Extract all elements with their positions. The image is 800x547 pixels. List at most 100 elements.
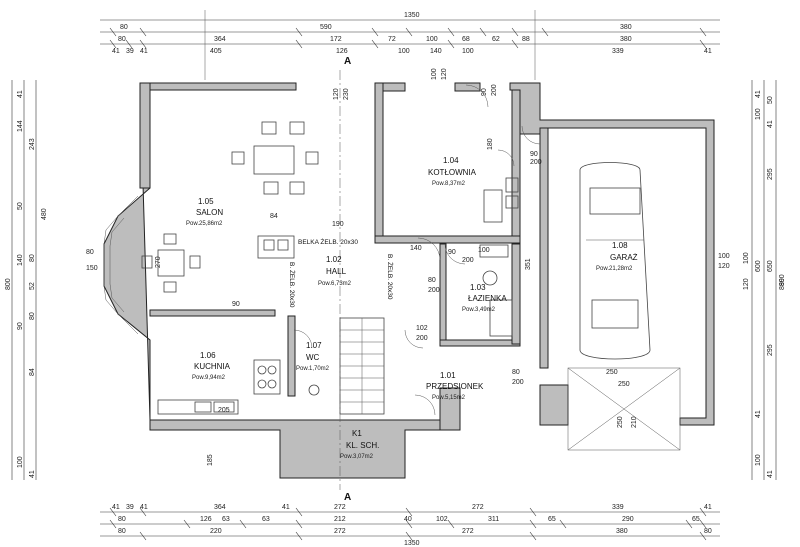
opening-dim: 90 bbox=[448, 249, 456, 256]
misc-dim: 185 bbox=[207, 454, 214, 466]
room-area: Pow.8,37m2 bbox=[432, 181, 466, 187]
top-total-dim: 1350 bbox=[404, 12, 420, 19]
room-area: Pow.5,15m2 bbox=[432, 395, 466, 401]
top-dim: 41 bbox=[140, 48, 148, 55]
opening-dim: 80 bbox=[428, 277, 436, 284]
left-dim: 84 bbox=[29, 368, 36, 376]
top-dim: 126 bbox=[336, 48, 348, 55]
living-room-furniture bbox=[141, 121, 319, 293]
room-number: 1.01 bbox=[440, 371, 456, 380]
right-dim: 295 bbox=[767, 168, 774, 180]
misc-dim: 270 bbox=[155, 256, 162, 268]
section-mark-top: A bbox=[344, 56, 351, 67]
garage-door-dim: 210 bbox=[631, 416, 638, 428]
room-name: KL. SCH. bbox=[346, 441, 379, 450]
stairs bbox=[339, 317, 385, 415]
left-dim: 41 bbox=[17, 90, 24, 98]
top-dim: 339 bbox=[612, 48, 624, 55]
bottom-dim: 380 bbox=[616, 528, 628, 535]
top-dim: 41 bbox=[704, 48, 712, 55]
opening-dim: 90 bbox=[530, 151, 538, 158]
room-name: PRZEDSIONEK bbox=[426, 382, 484, 391]
bottom-dim: 220 bbox=[210, 528, 222, 535]
bottom-dim: 41 bbox=[140, 504, 148, 511]
bottom-dim: 41 bbox=[112, 504, 120, 511]
room-number: 1.08 bbox=[612, 241, 628, 250]
room-number: 1.04 bbox=[443, 156, 459, 165]
bottom-dim: 41 bbox=[704, 504, 712, 511]
opening-dim: 200 bbox=[428, 287, 440, 294]
bottom-dim: 272 bbox=[472, 504, 484, 511]
bottom-dim: 126 bbox=[200, 516, 212, 523]
left-dim: 41 bbox=[29, 470, 36, 478]
bottom-dim: 39 bbox=[126, 504, 134, 511]
top-dim: 39 bbox=[126, 48, 134, 55]
right-dim: 100 bbox=[755, 108, 762, 120]
right-dim: 120 bbox=[743, 278, 750, 290]
top-dim: 88 bbox=[522, 36, 530, 43]
garage-car bbox=[579, 162, 651, 360]
left-dim: 100 bbox=[17, 456, 24, 468]
top-dim: 41 bbox=[112, 48, 120, 55]
window-dim: 120 bbox=[718, 263, 730, 270]
bottom-total-dim: 1350 bbox=[404, 540, 420, 547]
right-dim: 100 bbox=[743, 252, 750, 264]
right-dim: 600 bbox=[755, 260, 762, 272]
room-number: 1.07 bbox=[306, 341, 322, 350]
left-dim: 80 bbox=[29, 312, 36, 320]
opening-dim: 102 bbox=[416, 325, 428, 332]
top-dim: 100 bbox=[462, 48, 474, 55]
room-number: 1.02 bbox=[326, 255, 342, 264]
top-dim: 380 bbox=[620, 24, 632, 31]
top-dim: 100 bbox=[426, 36, 438, 43]
left-total-dim: 800 bbox=[5, 278, 12, 290]
bottom-dim: 80 bbox=[118, 528, 126, 535]
opening-dim: 200 bbox=[530, 159, 542, 166]
opening-dim: 200 bbox=[416, 335, 428, 342]
room-area: Pow.3,49m2 bbox=[462, 307, 496, 313]
room-name: KUCHNIA bbox=[194, 362, 231, 371]
room-area: Pow.3,07m2 bbox=[340, 454, 374, 460]
opening-dim: 200 bbox=[491, 84, 498, 96]
left-dim: 480 bbox=[41, 208, 48, 220]
opening-dim: 100 bbox=[431, 68, 438, 80]
top-dim: 100 bbox=[398, 48, 410, 55]
garage-door-dim: 250 bbox=[606, 369, 618, 376]
opening-dim: 90 bbox=[481, 88, 488, 96]
boiler-equipment bbox=[483, 177, 519, 223]
room-name: GARAŻ bbox=[610, 253, 638, 262]
garage-door-dim: 250 bbox=[617, 416, 624, 428]
exterior-walls bbox=[103, 82, 715, 479]
room-area: Pow.9,94m2 bbox=[192, 375, 226, 381]
room-number: 1.03 bbox=[470, 283, 486, 292]
left-dimension-chains: 800 41 144 243 480 50 140 80 52 80 90 84… bbox=[5, 80, 48, 480]
garage-door-dim: 250 bbox=[618, 381, 630, 388]
top-dim: 62 bbox=[492, 36, 500, 43]
right-dim: 41 bbox=[755, 410, 762, 418]
left-dim: 52 bbox=[29, 282, 36, 290]
bottom-dim: 80 bbox=[118, 516, 126, 523]
opening-dim: 200 bbox=[512, 379, 524, 386]
room-area: Pow.25,86m2 bbox=[186, 221, 223, 227]
top-dim: 590 bbox=[320, 24, 332, 31]
right-dim: 100 bbox=[755, 454, 762, 466]
room-name: ŁAZIENKA bbox=[468, 294, 507, 303]
bottom-dim: 65 bbox=[692, 516, 700, 523]
bottom-dim: 212 bbox=[334, 516, 346, 523]
right-total-dim: 890 bbox=[779, 278, 786, 290]
opening-dimensions: 100 120 90 200 80 200 90 200 80 200 90 2… bbox=[86, 68, 730, 466]
left-dim: 50 bbox=[17, 202, 24, 210]
right-dim: 50 bbox=[767, 96, 774, 104]
bottom-dim: 272 bbox=[462, 528, 474, 535]
right-dim: 41 bbox=[767, 470, 774, 478]
bottom-dim: 364 bbox=[214, 504, 226, 511]
opening-dim: 200 bbox=[462, 257, 474, 264]
left-dim: 243 bbox=[29, 138, 36, 150]
misc-dim: 150 bbox=[86, 265, 98, 272]
room-name: KOTŁOWNIA bbox=[428, 168, 477, 177]
misc-dim: 205 bbox=[218, 407, 230, 414]
misc-dim: 100 bbox=[478, 247, 490, 254]
right-dim: 890 bbox=[779, 274, 786, 286]
bottom-dim: 272 bbox=[334, 528, 346, 535]
room-labels: 1.05 SALON Pow.25,86m2 1.04 KOTŁOWNIA Po… bbox=[186, 156, 638, 460]
